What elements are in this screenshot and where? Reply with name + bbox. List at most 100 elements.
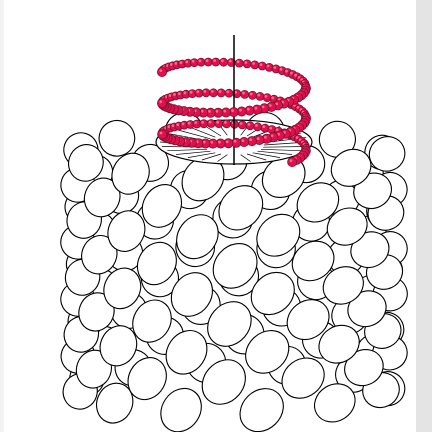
rna-bead [202, 89, 210, 97]
rna-bead [223, 120, 231, 128]
rna-bead [254, 123, 262, 131]
rna-bead-highlight [285, 70, 288, 73]
rna-bead-highlight [176, 123, 179, 126]
rna-bead-highlight [255, 124, 258, 127]
rna-bead-highlight [184, 91, 187, 94]
rna-bead [157, 67, 166, 76]
rna-bead-highlight [252, 62, 255, 65]
rna-bead-highlight [290, 159, 293, 162]
rna-bead [197, 58, 205, 66]
rna-bead-highlight [216, 110, 219, 113]
rna-bead-highlight [249, 138, 252, 141]
rna-bead-highlight [237, 60, 240, 63]
rna-bead-highlight [209, 121, 212, 124]
rna-bead-highlight [182, 122, 185, 125]
rna-bead [249, 91, 257, 99]
rna-bead [246, 122, 254, 130]
rna-bead [251, 61, 259, 69]
rna-bead-highlight [196, 90, 199, 93]
rna-bead [204, 58, 212, 66]
rna-bead-highlight [265, 95, 268, 98]
rna-bead-highlight [269, 127, 272, 130]
rna-bead-highlight [221, 59, 224, 62]
rna-bead-highlight [211, 90, 214, 93]
rna-bead-highlight [169, 94, 172, 97]
rna-bead-highlight [194, 121, 197, 124]
rna-bead-highlight [262, 125, 265, 128]
rna-bead [215, 120, 223, 128]
rna-bead-highlight [271, 96, 274, 99]
rna-bead-highlight [188, 122, 191, 125]
rna-bead-highlight [173, 93, 176, 96]
rna-bead-highlight [210, 141, 213, 144]
rna-bead-highlight [248, 123, 251, 126]
rna-bead-highlight [226, 140, 229, 143]
rna-bead [225, 89, 233, 97]
rna-bead [288, 157, 297, 166]
rna-bead-highlight [219, 90, 222, 93]
rna-bead [200, 120, 208, 128]
rna-bead-highlight [180, 61, 183, 64]
rna-bead-highlight [199, 59, 202, 62]
rna-bead [241, 90, 249, 98]
rna-bead [210, 89, 218, 97]
rna-bead-highlight [269, 104, 272, 107]
rna-bead-highlight [178, 92, 181, 95]
rna-bead-highlight [223, 110, 226, 113]
rna-bead-highlight [273, 66, 276, 69]
rna-bead [258, 62, 266, 70]
rna-bead-highlight [216, 121, 219, 124]
rna-bead-highlight [264, 136, 267, 139]
rna-bead-highlight [218, 141, 221, 144]
rna-bead [212, 58, 220, 66]
rna-bead-highlight [240, 122, 243, 125]
rna-bead-highlight [247, 108, 250, 111]
rna-bead-highlight [271, 134, 274, 137]
rna-bead-highlight [192, 60, 195, 63]
rna-bead [243, 60, 251, 68]
rna-bead-highlight [267, 65, 270, 68]
rna-bead-highlight [204, 90, 207, 93]
rna-bead-highlight [239, 109, 242, 112]
rna-bead-highlight [242, 139, 245, 142]
rna-bead-highlight [208, 110, 211, 113]
rna-bead-highlight [185, 60, 188, 63]
rna-bead-highlight [245, 61, 248, 64]
rna-bead [256, 92, 264, 100]
rna-bead-highlight [226, 90, 229, 93]
rna-bead-highlight [255, 107, 258, 110]
rna-bead [207, 120, 215, 128]
rna-bead-highlight [257, 94, 260, 97]
rna-bead-highlight [231, 109, 234, 112]
rna-bead [158, 130, 167, 139]
rna-bead-highlight [234, 140, 237, 143]
rna-bead [235, 59, 243, 67]
rna-bead-highlight [224, 121, 227, 124]
rna-bead-highlight [257, 137, 260, 140]
rna-bead [238, 121, 246, 129]
rna-bead-highlight [260, 63, 263, 66]
rna-bead-highlight [280, 68, 283, 71]
rna-bead-highlight [290, 72, 293, 75]
rna-bead [157, 99, 166, 108]
rna-bead-highlight [206, 59, 209, 62]
rna-bead-highlight [170, 63, 173, 66]
rna-bead-highlight [160, 132, 163, 135]
rna-bead-highlight [174, 62, 177, 65]
rna-bead-highlight [159, 100, 162, 103]
rna-bead-highlight [213, 59, 216, 62]
rna-bead-highlight [242, 92, 245, 95]
rna-bead-highlight [159, 69, 162, 72]
rna-bead-highlight [201, 121, 204, 124]
rna-bead-highlight [250, 93, 253, 96]
rna-bead-highlight [294, 74, 297, 77]
rna-bead-highlight [276, 128, 279, 131]
rna-bead [220, 58, 228, 66]
rna-bead-highlight [172, 124, 175, 127]
rna-bead-highlight [229, 60, 232, 63]
rna-bead-highlight [190, 91, 193, 94]
rna-bead [217, 89, 225, 97]
rna-bead-highlight [262, 106, 265, 109]
